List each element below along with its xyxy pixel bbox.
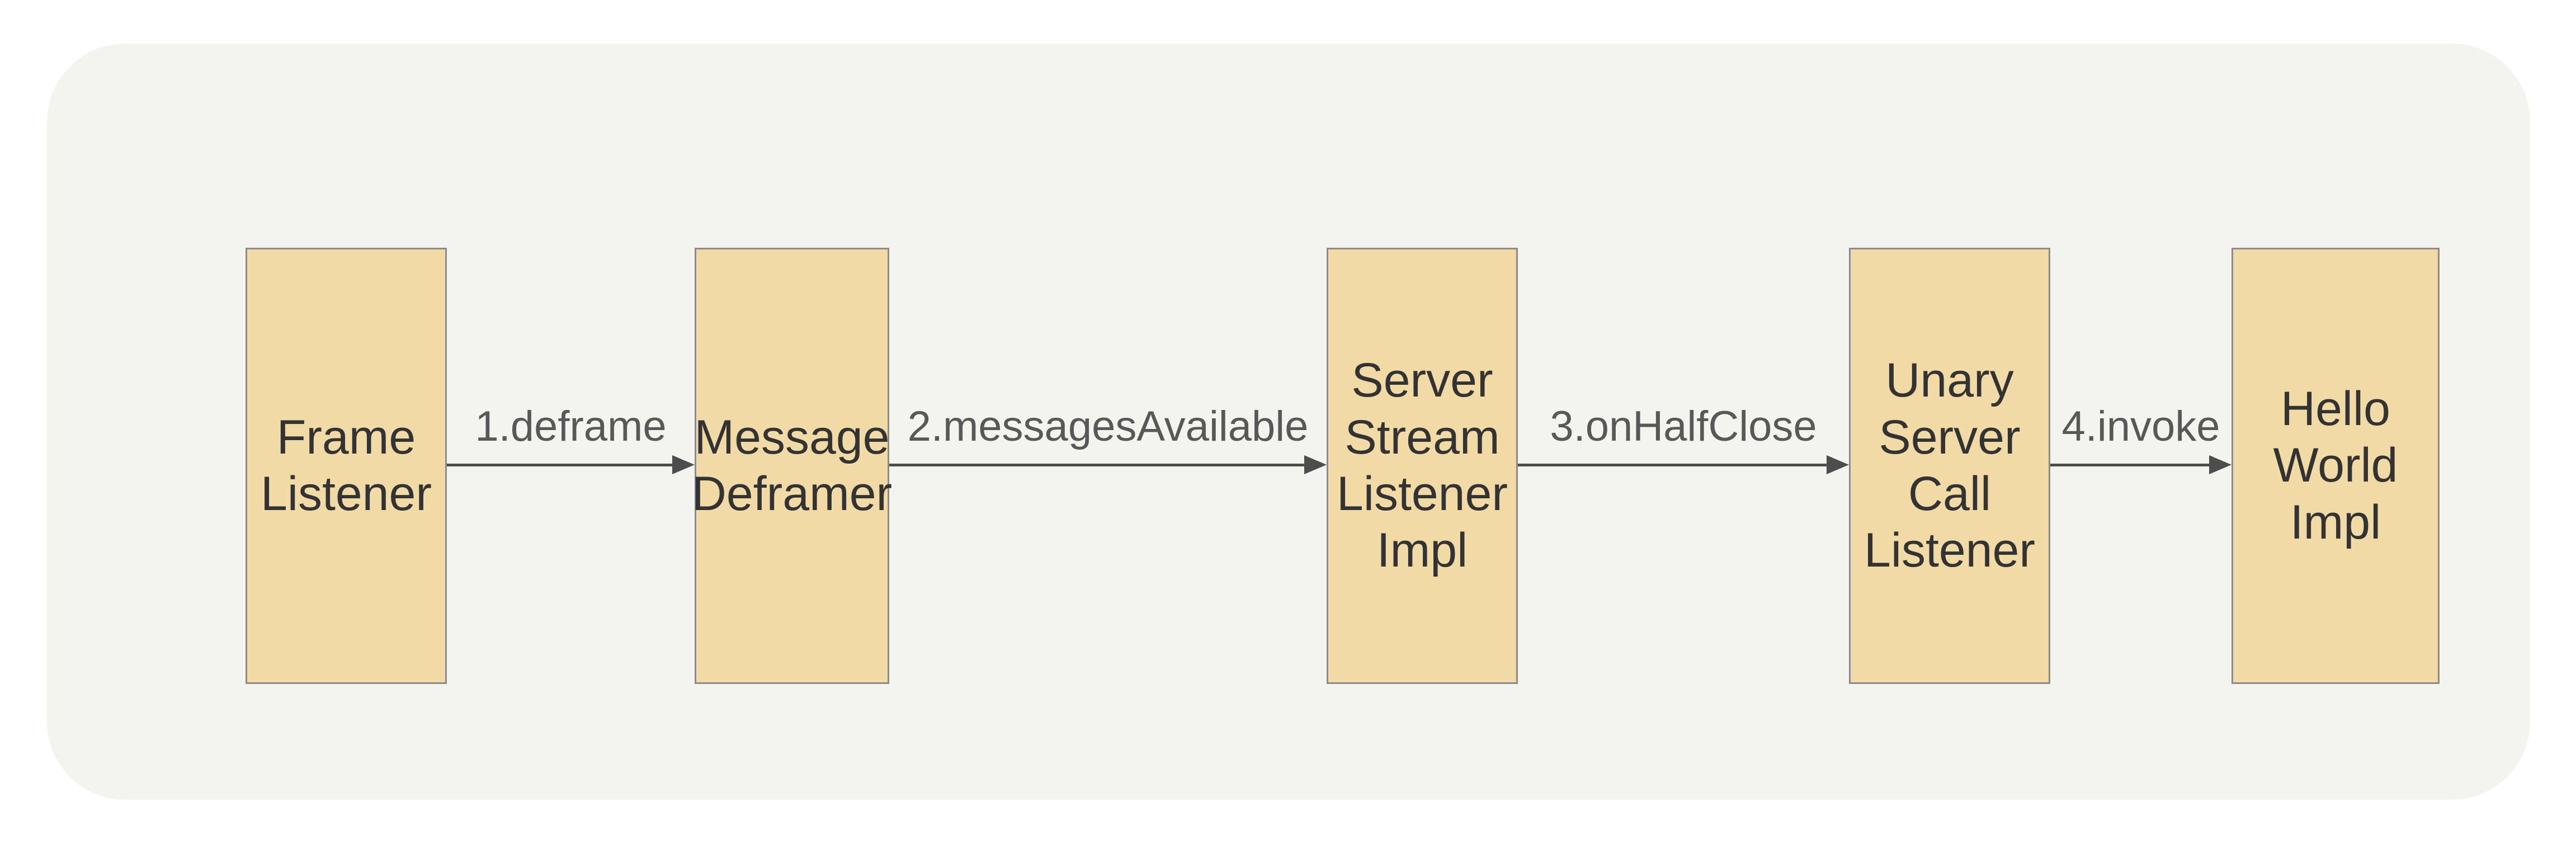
arrowhead-right-icon [672, 455, 695, 474]
node-message-deframer: Message Deframer [692, 248, 892, 684]
edge-label-deframe: 1.deframe [475, 403, 667, 451]
edge-line [447, 464, 676, 466]
edge-label-on-half-close: 3.onHalfClose [1550, 403, 1817, 451]
diagram-canvas: Frame Listener Message Deframer Server S… [47, 44, 2530, 800]
node-hello-world-impl: Hello World Impl [2231, 248, 2440, 684]
edge-line [2050, 464, 2212, 466]
edge-line [889, 464, 1308, 466]
node-server-stream-listener-impl: Server Stream Listener Impl [1327, 248, 1518, 684]
arrowhead-right-icon [1827, 455, 1849, 474]
arrowhead-right-icon [2209, 455, 2231, 474]
node-unary-server-call-listener: Unary Server Call Listener [1849, 248, 2050, 684]
edge-label-invoke: 4.invoke [2061, 403, 2220, 451]
edge-label-messages-available: 2.messagesAvailable [907, 403, 1309, 451]
node-frame-listener: Frame Listener [246, 248, 447, 684]
edge-line [1518, 464, 1830, 466]
arrowhead-right-icon [1304, 455, 1327, 474]
